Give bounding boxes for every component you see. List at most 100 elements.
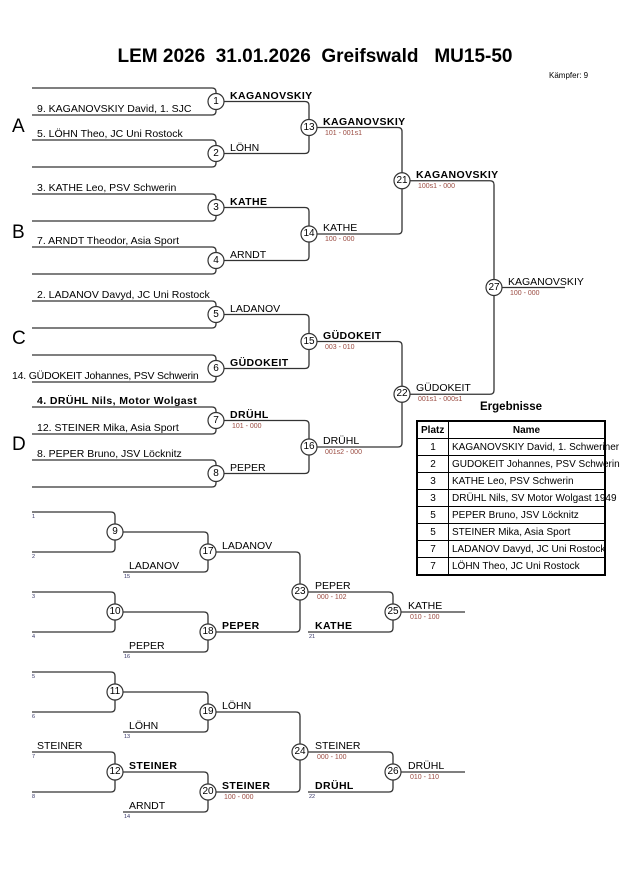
- final-bracket: [410, 180, 495, 395]
- winner-name: KAGANOVSKIY: [230, 89, 313, 102]
- match-score: 000 - 100: [317, 754, 347, 761]
- result-place: 7: [416, 557, 449, 576]
- entry-name: 5. LÖHN Theo, JC Uni Rostock: [37, 128, 183, 140]
- result-place: 5: [416, 506, 449, 524]
- match-number: 26: [387, 766, 399, 777]
- match-number: 6: [213, 362, 219, 374]
- entry-ref: 21: [309, 634, 316, 640]
- match-number: 8: [213, 467, 219, 479]
- entry-name: LÖHN: [129, 720, 159, 732]
- entry-name: 4. DRÜHL Nils, Motor Wolgast: [37, 395, 198, 407]
- repechage-round1-bracket: [32, 751, 116, 793]
- match-score: 003 - 010: [325, 343, 355, 351]
- entry-name: LADANOV: [129, 560, 180, 572]
- entry-name: 12. STEINER Mika, Asia Sport: [37, 422, 179, 434]
- match-number: 22: [396, 388, 408, 400]
- entry-name: 9. KAGANOVSKIY David, 1. SJC: [37, 103, 192, 115]
- entry-ref: 13: [124, 734, 131, 740]
- match-score: 000 - 102: [317, 594, 347, 601]
- match-number: 23: [294, 586, 306, 597]
- winner-name: GÜDOKEIT: [323, 329, 382, 342]
- entry-name: 8. PEPER Bruno, JSV Löcknitz: [37, 448, 182, 460]
- match-score: 100 - 000: [510, 289, 540, 297]
- result-place: 3: [416, 472, 449, 490]
- winner-name: KATHE: [408, 600, 443, 612]
- winner-name: KAGANOVSKIY: [323, 115, 406, 128]
- seed-ref: 3: [32, 594, 36, 600]
- result-place: 7: [416, 540, 449, 558]
- match-number: 10: [109, 606, 121, 617]
- winner-name: STEINER: [129, 760, 178, 772]
- entry-name: PEPER: [129, 640, 165, 652]
- entry-name: DRÜHL: [315, 780, 354, 792]
- seed-ref: 1: [32, 514, 36, 520]
- winner-name: GÜDOKEIT: [416, 382, 471, 395]
- match-score: 101 - 000: [232, 422, 262, 430]
- result-name: KATHE Leo, PSV Schwerin: [448, 472, 606, 490]
- winner-name: PEPER: [222, 620, 260, 632]
- entry-name: 7. ARNDT Theodor, Asia Sport: [37, 235, 180, 247]
- result-name: KAGANOVSKIY David, 1. Schweriner: [448, 438, 619, 456]
- results-title: Ergebnisse: [480, 401, 542, 413]
- match-score: 010 - 100: [410, 614, 440, 621]
- result-name: STEINER Mika, Asia Sport: [448, 523, 606, 541]
- match-number: 5: [213, 308, 219, 320]
- repechage-round1-bracket: [32, 591, 116, 633]
- pool-label: A: [12, 116, 25, 137]
- match-number: 15: [303, 335, 315, 347]
- entry-ref: 15: [124, 574, 131, 580]
- main-round3-bracket: [317, 340, 403, 448]
- winner-name: DRÜHL: [230, 408, 269, 421]
- match-number: 17: [202, 546, 214, 557]
- match-number: 12: [109, 766, 121, 777]
- winner-name: KATHE: [230, 195, 268, 208]
- winner-name: LÖHN: [230, 141, 260, 154]
- seed-ref: 2: [32, 554, 36, 560]
- entry-name: 2. LADANOV Davyd, JC Uni Rostock: [37, 289, 210, 301]
- seed-name: STEINER: [37, 740, 83, 752]
- match-number: 20: [202, 786, 214, 797]
- entry-name: KATHE: [315, 620, 353, 632]
- entry-name: ARNDT: [129, 800, 166, 812]
- winner-name: LADANOV: [230, 302, 281, 315]
- match-number: 3: [213, 201, 219, 213]
- seed-ref: 6: [32, 714, 36, 720]
- match-score: 100 - 000: [325, 236, 355, 243]
- match-number: 2: [213, 147, 219, 159]
- result-place: 2: [416, 455, 449, 473]
- winner-name: LÖHN: [222, 700, 252, 712]
- seed-ref: 8: [32, 794, 36, 800]
- seed-ref: 5: [32, 674, 36, 680]
- match-number: 9: [112, 526, 118, 537]
- winner-name: PEPER: [315, 580, 351, 592]
- results-header-name: Name: [448, 420, 606, 439]
- repechage-round1-bracket: [32, 671, 116, 713]
- match-score: 100s1 - 000: [418, 182, 455, 190]
- result-place: 3: [416, 489, 449, 507]
- match-number: 19: [202, 706, 214, 717]
- seed-ref: 7: [32, 754, 36, 760]
- match-number: 4: [213, 254, 219, 266]
- results-header-place: Platz: [416, 420, 449, 439]
- pool-label: B: [12, 222, 25, 243]
- main-round1-bracket: [32, 246, 217, 275]
- winner-name: ARNDT: [230, 248, 267, 261]
- match-score: 001s1 - 000s1: [418, 396, 463, 404]
- match-number: 1: [213, 95, 219, 107]
- winner-name: GÜDOKEIT: [230, 356, 289, 369]
- match-number: 18: [202, 626, 214, 637]
- entry-ref: 14: [124, 814, 131, 820]
- winner-name: LADANOV: [222, 540, 273, 552]
- result-place: 5: [416, 523, 449, 541]
- entry-ref: 16: [124, 654, 131, 660]
- winner-name: PEPER: [230, 461, 266, 474]
